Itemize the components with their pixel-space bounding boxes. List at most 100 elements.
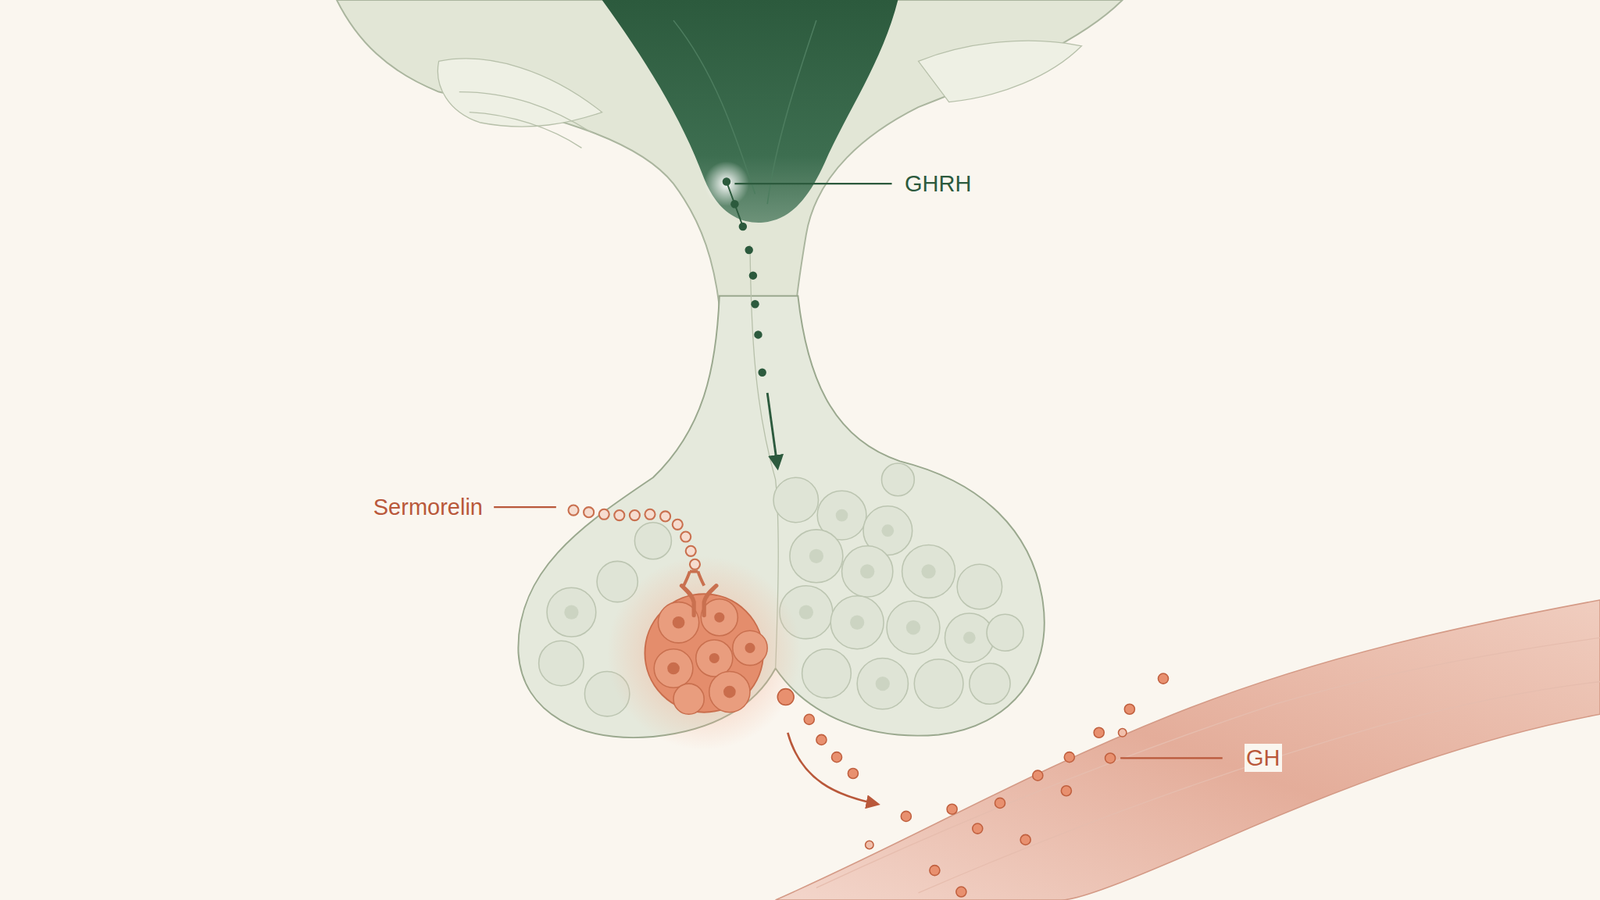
gh-release [1020, 834, 1031, 845]
sermorelin-chain [583, 507, 594, 518]
sermorelin-chain [493, 505, 704, 586]
gh-release [847, 768, 858, 779]
illustration-part [963, 631, 976, 644]
gh-release [777, 689, 794, 706]
somatotroph-cluster [672, 616, 686, 629]
sermorelin-chain [660, 510, 671, 522]
illustration-part [906, 620, 921, 635]
illustration-part [875, 676, 890, 691]
illustration-part [564, 605, 579, 620]
somatotroph-cluster [667, 662, 680, 675]
pituitary-cells [789, 529, 843, 583]
leader-line [1120, 757, 1223, 759]
part-label: GHRH [903, 169, 973, 198]
sermorelin-chain [689, 559, 700, 570]
sermorelin-chain [680, 531, 691, 542]
somatotroph-cluster [700, 599, 738, 636]
brain-tissue [918, 40, 1083, 102]
pituitary-cells [830, 596, 884, 650]
pituitary-cells [773, 477, 818, 522]
gh-release [1157, 673, 1168, 684]
illustration-part [787, 732, 878, 804]
hypothalamus [602, 0, 899, 223]
ghrh-release [744, 246, 753, 254]
somatotroph-cluster [714, 612, 725, 623]
ghrh-release [753, 330, 762, 339]
pituitary-cells [886, 600, 940, 654]
part-label: GH [1244, 743, 1283, 772]
gh-release [929, 865, 940, 876]
blood-vessel [775, 600, 1600, 900]
somatotroph-cluster [744, 642, 755, 654]
somatotroph-cluster [681, 585, 716, 616]
gh-release [956, 886, 967, 897]
somatotroph-cluster [653, 649, 693, 689]
pituitary-cells [986, 614, 1024, 651]
gh-release [1064, 752, 1075, 763]
gh-release [777, 673, 1168, 897]
sermorelin-chain [614, 510, 625, 521]
sermorelin-chain [568, 505, 579, 516]
ghrh-release [750, 300, 759, 308]
somatotroph-cluster [653, 599, 768, 715]
illustration-part [881, 524, 894, 537]
illustration-part [860, 564, 875, 579]
sermorelin-chain [644, 509, 655, 520]
blood-vessel [775, 600, 1600, 900]
sermorelin-chain [672, 519, 683, 530]
somatotroph-cluster [723, 685, 736, 699]
somatotroph-cluster [673, 683, 704, 715]
pituitary-cells [881, 463, 915, 497]
pituitary-cells [944, 613, 994, 663]
brain-tissue [336, 0, 1123, 307]
part-label: Sermorelin [371, 492, 485, 522]
sermorelin-chain [685, 546, 697, 557]
gh-release [831, 752, 842, 763]
pituitary-cells [546, 587, 597, 637]
ghrh-release [749, 271, 758, 279]
somatotroph-cluster [732, 630, 768, 665]
illustration-part [921, 564, 936, 579]
pituitary-cells [957, 564, 1002, 609]
pituitary-cells [902, 544, 956, 598]
sermorelin-chain [493, 506, 557, 508]
gh-release [1105, 753, 1116, 764]
ghrh-release [757, 368, 766, 377]
gh-release [1060, 785, 1072, 797]
gh-release [1118, 728, 1127, 737]
gh-release [900, 810, 911, 822]
ghrh-release [734, 182, 892, 185]
brain-tissue [459, 92, 593, 149]
brain-tissue [437, 58, 602, 127]
somatotroph-cluster [709, 653, 720, 664]
gh-release [1124, 703, 1135, 715]
gh-release [994, 797, 1005, 808]
ghrh-release [703, 160, 892, 468]
pituitary-cells [634, 522, 672, 560]
gh-release [865, 840, 874, 849]
blood-vessel [918, 681, 1600, 893]
somatotroph-cluster [607, 556, 801, 750]
ghrh-release [726, 181, 743, 226]
ghrh-release [767, 392, 778, 468]
somatotroph-cluster [607, 556, 801, 750]
gh-release [972, 823, 983, 834]
sermorelin-chain [683, 571, 704, 586]
brain-tissue [336, 0, 1123, 307]
illustration-part [850, 615, 865, 630]
pituitary-cells [969, 663, 1011, 704]
blood-vessel [816, 637, 1600, 888]
gh-release [1032, 770, 1043, 781]
illustration-part [799, 605, 814, 620]
gh-release [946, 803, 958, 815]
somatotroph-cluster [709, 671, 750, 712]
gh-release [816, 734, 827, 745]
gh-release [1093, 727, 1104, 738]
pituitary-cells [914, 659, 964, 709]
ghrh-release [722, 177, 767, 377]
illustration-part [809, 549, 824, 564]
pituitary-cells [802, 649, 852, 699]
pituitary-cells [857, 657, 908, 709]
sermorelin-chain [599, 509, 610, 520]
